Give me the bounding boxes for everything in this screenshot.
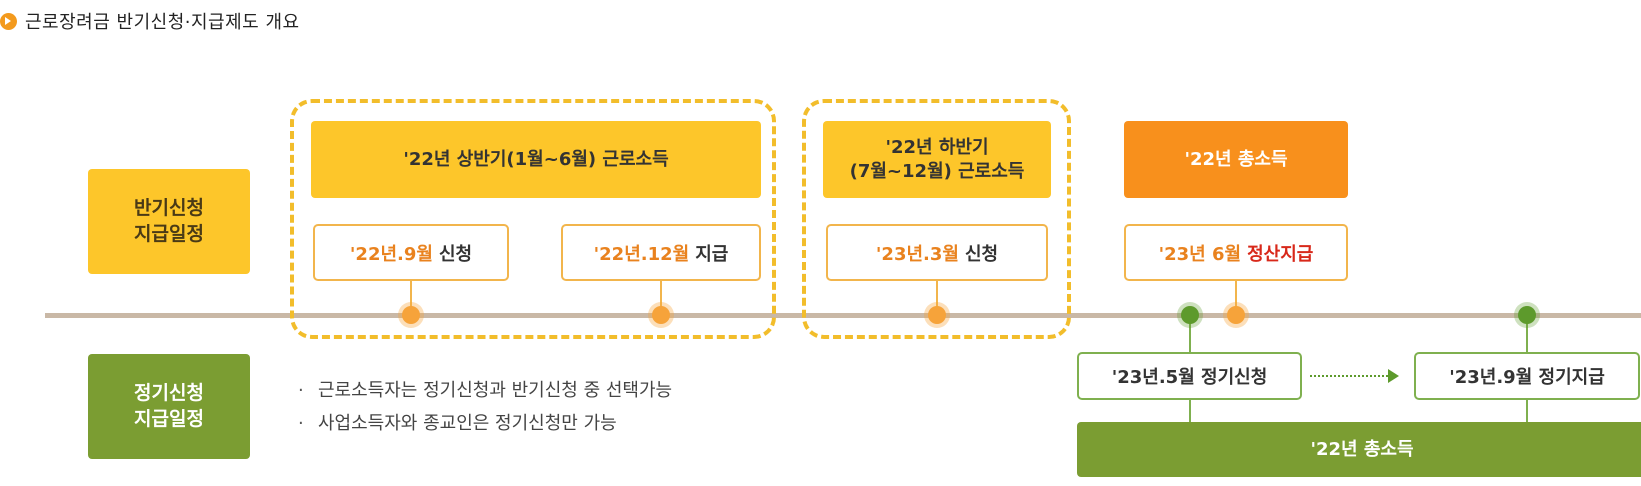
row-label-half-year: 반기신청 지급일정 [88, 169, 250, 274]
page-title: 근로장려금 반기신청·지급제도 개요 [25, 12, 300, 33]
timeline-dot-e6 [1518, 306, 1536, 324]
event-date: '22년.12월 [593, 243, 690, 265]
period-second-half: '22년 하반기 (7월~12월) 근로소득 [823, 121, 1051, 198]
event-text: '23년.9월 정기지급 [1449, 367, 1605, 388]
note-item: · 사업소득자와 종교인은 정기신청만 가능 [298, 407, 672, 440]
note-bullet: · [298, 413, 304, 434]
note-text: 근로소득자는 정기신청과 반기신청 중 선택가능 [318, 380, 673, 401]
event-date: '23년 6월 [1158, 243, 1242, 265]
event-action: 지급 [695, 243, 729, 265]
timeline-axis [45, 313, 1641, 318]
notes-list: · 근로소득자는 정기신청과 반기신청 중 선택가능 · 사업소득자와 종교인은… [298, 374, 672, 440]
period-label: '22년 상반기(1월~6월) 근로소득 [403, 148, 669, 170]
event-date: '23년.3월 [875, 243, 959, 265]
event-action: 정산지급 [1247, 243, 1314, 265]
period-total-income: '22년 총소득 [1124, 121, 1348, 198]
note-text: 사업소득자와 종교인은 정기신청만 가능 [318, 413, 617, 434]
event-action: 신청 [964, 243, 999, 265]
stem-e2 [660, 281, 662, 315]
stem-e3 [936, 281, 938, 315]
period-label: '22년 총소득 [1184, 148, 1288, 170]
period-regular-total-income: '22년 총소득 [1077, 422, 1641, 477]
row-label-line2: 지급일정 [134, 407, 204, 430]
event-regular-apply: '23년.5월 정기신청 [1077, 352, 1302, 400]
row-label-regular: 정기신청 지급일정 [88, 354, 250, 459]
event-second-half-apply: '23년.3월 신청 [826, 224, 1048, 281]
row-label-line1: 정기신청 [134, 381, 204, 404]
row-label-line2: 지급일정 [134, 222, 204, 245]
event-first-half-apply: '22년.9월 신청 [313, 224, 509, 281]
row-label-line1: 반기신청 [134, 196, 204, 219]
timeline-dot-e3 [928, 306, 946, 324]
event-settlement-pay: '23년 6월 정산지급 [1124, 224, 1348, 281]
note-item: · 근로소득자는 정기신청과 반기신청 중 선택가능 [298, 374, 672, 407]
arrow-right-icon [1388, 369, 1399, 383]
timeline-dot-e5 [1181, 306, 1199, 324]
period-label-line2: (7월~12월) 근로소득 [849, 160, 1025, 182]
stem-e4 [1235, 281, 1237, 315]
timeline-dot-e1 [402, 306, 420, 324]
note-bullet: · [298, 380, 304, 401]
event-action: 신청 [438, 243, 473, 265]
first-half-group [290, 99, 776, 339]
period-first-half: '22년 상반기(1월~6월) 근로소득 [311, 121, 761, 198]
period-label: '22년 총소득 [1310, 438, 1414, 460]
event-regular-pay: '23년.9월 정기지급 [1414, 352, 1640, 400]
period-label-line1: '22년 하반기 [885, 137, 989, 159]
event-first-half-pay: '22년.12월 지급 [561, 224, 761, 281]
event-date: '22년.9월 [349, 243, 433, 265]
timeline-dot-e2 [652, 306, 670, 324]
section-header: 근로장려금 반기신청·지급제도 개요 [0, 8, 300, 34]
arrow-line [1310, 375, 1388, 377]
second-half-group [802, 99, 1071, 339]
arrow-bullet-icon [0, 12, 17, 30]
event-text: '23년.5월 정기신청 [1111, 367, 1268, 388]
timeline-dot-e4 [1227, 306, 1245, 324]
stem-e1 [410, 281, 412, 315]
